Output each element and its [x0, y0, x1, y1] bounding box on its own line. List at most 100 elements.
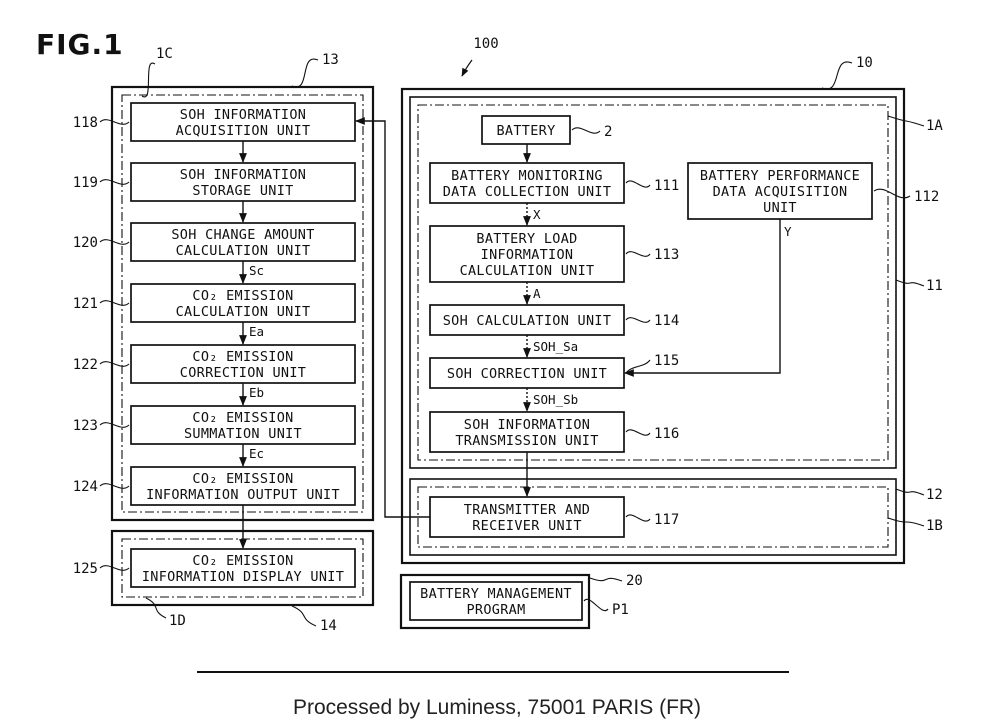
ref-group-1D: 1D: [169, 613, 186, 629]
ref-trx: 117: [654, 512, 679, 528]
block-122-label-line-1: CO₂ EMISSION: [192, 349, 293, 365]
block-119-label-line-2: STORAGE UNIT: [192, 183, 293, 199]
ref-group-10: 10: [856, 55, 873, 71]
leader-13: [292, 59, 318, 87]
block-battery-label-line-1: BATTERY: [497, 123, 556, 139]
ref-program: P1: [612, 602, 629, 618]
leader-120: [100, 240, 129, 245]
block-soh_corr-label-line-1: SOH CORRECTION UNIT: [447, 366, 607, 382]
block-121-label-line-1: CO₂ EMISSION: [192, 288, 293, 304]
leader-soh_tx: [626, 430, 650, 435]
leader-1D: [146, 598, 166, 618]
leader-soh_corr: [626, 360, 650, 373]
block-125-label-line-2: INFORMATION DISPLAY UNIT: [142, 569, 344, 585]
ref-group-1A: 1A: [926, 118, 943, 134]
leader-1B: [888, 518, 924, 526]
block-load-label-line-1: BATTERY LOAD: [476, 231, 577, 247]
block-monitoring-label-line-2: DATA COLLECTION UNIT: [443, 184, 612, 200]
block-trx-label-line-1: TRANSMITTER AND: [464, 502, 590, 518]
leader-11: [896, 280, 924, 286]
ref-soh_calc: 114: [654, 313, 679, 329]
leader-12: [896, 489, 924, 495]
ref-battery: 2: [604, 124, 612, 140]
ref-performance: 112: [914, 189, 939, 205]
leader-10: [822, 62, 852, 89]
leader-100: [462, 60, 472, 76]
block-125-label-line-1: CO₂ EMISSION: [192, 553, 293, 569]
footer-text: Processed by Luminess, 75001 PARIS (FR): [0, 696, 994, 720]
leader-123: [100, 423, 129, 428]
block-trx-label-line-2: RECEIVER UNIT: [472, 518, 582, 534]
signal-y: Y: [784, 224, 792, 239]
ref-121: 121: [73, 296, 98, 312]
ref-119: 119: [73, 175, 98, 191]
signal-soh-sa: SOH_Sa: [533, 339, 578, 354]
block-load-label-line-3: CALCULATION UNIT: [460, 263, 595, 279]
ref-group-1C: 1C: [156, 46, 173, 62]
ref-118: 118: [73, 115, 98, 131]
leader-20: [590, 578, 622, 581]
leader-program: [584, 599, 608, 610]
block-120-label-line-2: CALCULATION UNIT: [176, 243, 311, 259]
block-124-label-line-2: INFORMATION OUTPUT UNIT: [146, 487, 340, 503]
leader-14: [292, 606, 316, 626]
arrow-trx-acquisition: [356, 121, 430, 517]
block-program-label-line-1: BATTERY MANAGEMENT: [420, 586, 572, 602]
ref-group-13: 13: [322, 52, 339, 68]
leader-121: [100, 301, 129, 306]
ref-soh_tx: 116: [654, 426, 679, 442]
signal-Ea: Ea: [249, 324, 264, 339]
block-119-label-line-1: SOH INFORMATION: [180, 167, 306, 183]
leader-118: [100, 120, 129, 125]
leader-monitoring: [626, 181, 650, 187]
ref-monitoring: 111: [654, 178, 679, 194]
signal-a: A: [533, 286, 541, 301]
block-soh_tx-label-line-2: TRANSMISSION UNIT: [455, 433, 598, 449]
signal-Ec: Ec: [249, 446, 264, 461]
ref-system-100: 100: [473, 36, 498, 52]
leader-trx: [626, 515, 650, 521]
block-121-label-line-2: CALCULATION UNIT: [176, 304, 311, 320]
block-performance-label-line-1: BATTERY PERFORMANCE: [700, 168, 860, 184]
ref-group-14: 14: [320, 618, 337, 634]
leader-124: [100, 484, 129, 489]
block-118-label-line-1: SOH INFORMATION: [180, 107, 306, 123]
signal-Sc: Sc: [249, 263, 264, 278]
signal-Eb: Eb: [249, 385, 264, 400]
footer-rule: [197, 671, 789, 673]
ref-125: 125: [73, 561, 98, 577]
signal-soh-sb: SOH_Sb: [533, 392, 578, 407]
leader-125: [100, 566, 129, 571]
ref-120: 120: [73, 235, 98, 251]
block-soh_tx-label-line-1: SOH INFORMATION: [464, 417, 590, 433]
block-soh_calc-label-line-1: SOH CALCULATION UNIT: [443, 313, 612, 329]
ref-123: 123: [73, 418, 98, 434]
block-124-label-line-1: CO₂ EMISSION: [192, 471, 293, 487]
block-122-label-line-2: CORRECTION UNIT: [180, 365, 306, 381]
leader-soh_calc: [626, 318, 650, 323]
ref-soh_corr: 115: [654, 353, 679, 369]
block-118-label-line-2: ACQUISITION UNIT: [176, 123, 311, 139]
leader-1C: [142, 63, 155, 97]
ref-group-20: 20: [626, 573, 643, 589]
block-performance-label-line-3: UNIT: [763, 200, 797, 216]
block-123-label-line-1: CO₂ EMISSION: [192, 410, 293, 426]
arrow-y: [625, 219, 780, 373]
leader-battery: [572, 128, 600, 133]
leader-122: [100, 362, 129, 367]
ref-122: 122: [73, 357, 98, 373]
signal-x: X: [533, 207, 541, 222]
block-monitoring-label-line-1: BATTERY MONITORING: [451, 168, 603, 184]
ref-group-1B: 1B: [926, 518, 943, 534]
leader-119: [100, 180, 129, 185]
block-load-label-line-2: INFORMATION: [481, 247, 574, 263]
block-performance-label-line-2: DATA ACQUISITION: [713, 184, 848, 200]
leader-load: [626, 252, 650, 257]
ref-group-12: 12: [926, 487, 943, 503]
block-123-label-line-2: SUMMATION UNIT: [184, 426, 302, 442]
ref-124: 124: [73, 479, 98, 495]
ref-load: 113: [654, 247, 679, 263]
ref-group-11: 11: [926, 278, 943, 294]
block-120-label-line-1: SOH CHANGE AMOUNT: [171, 227, 314, 243]
